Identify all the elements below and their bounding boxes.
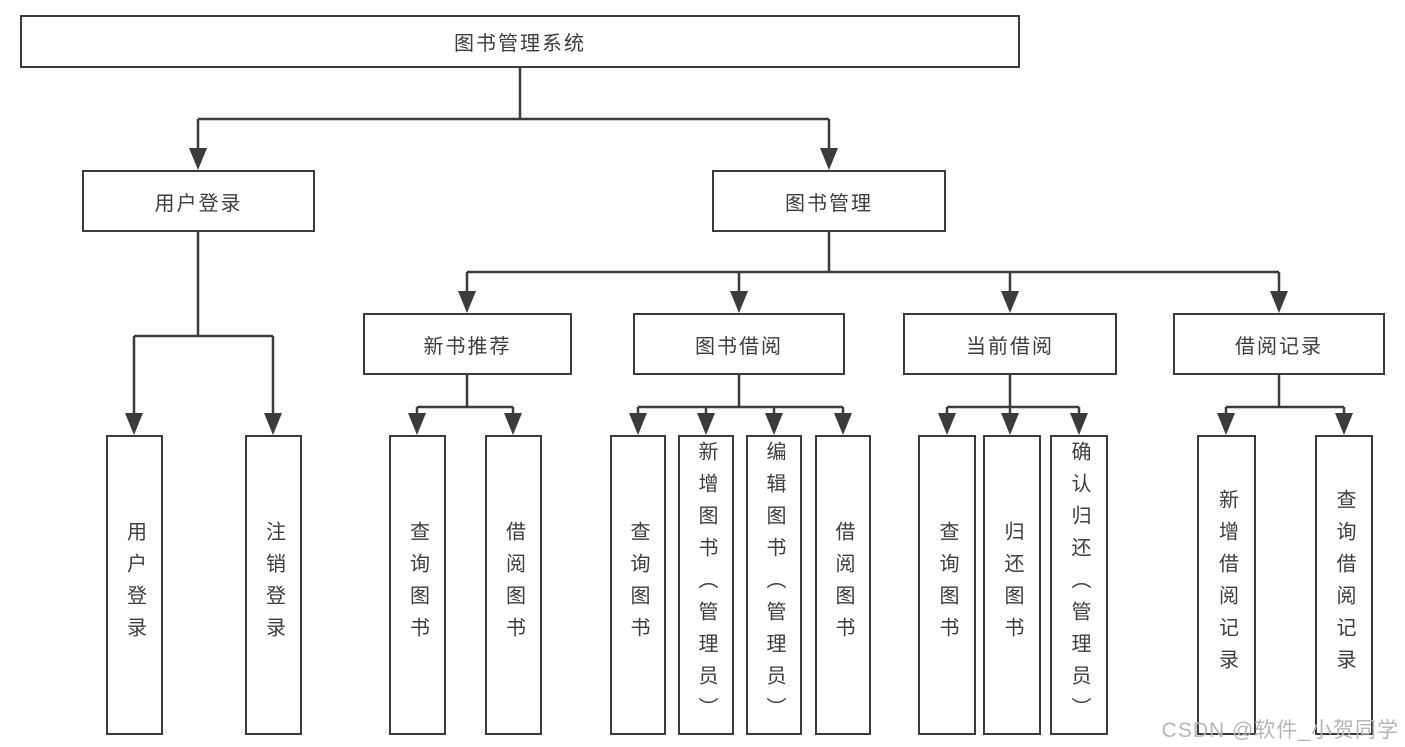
- node-book-borrow: 图书借阅: [633, 313, 845, 375]
- leaf-logout-label: 注销登录: [262, 521, 285, 649]
- arrowheads: [125, 148, 1353, 435]
- leaf-user-login: 用户登录: [106, 435, 163, 735]
- leaf-borrow-books-label: 借阅图书: [832, 521, 854, 649]
- leaf-current-query-books-label: 查询图书: [936, 521, 958, 649]
- leaf-user-login-label: 用户登录: [123, 521, 146, 649]
- csdn-watermark: CSDN @软件_小贺同学: [1161, 719, 1399, 742]
- leaf-borrow-query-books: 查询图书: [610, 435, 666, 735]
- leaf-current-query-books: 查询图书: [918, 435, 976, 735]
- node-root-system: 图书管理系统: [20, 15, 1020, 68]
- leaf-recommend-query-books: 查询图书: [389, 435, 446, 735]
- leaf-query-borrow-record-label: 查询借阅记录: [1333, 489, 1355, 681]
- node-new-book-recommend: 新书推荐: [363, 313, 572, 375]
- leaf-return-books-label: 归还图书: [1001, 521, 1023, 649]
- leaf-confirm-return-admin-label: 确认归还（管理员）: [1068, 441, 1090, 729]
- node-current-borrow: 当前借阅: [903, 313, 1117, 375]
- leaf-edit-books-admin: 编辑图书（管理员）: [746, 435, 802, 735]
- leaf-recommend-query-books-label: 查询图书: [406, 521, 429, 649]
- leaf-add-borrow-record: 新增借阅记录: [1197, 435, 1256, 735]
- leaf-add-borrow-record-label: 新增借阅记录: [1215, 489, 1238, 681]
- leaf-borrow-books: 借阅图书: [815, 435, 871, 735]
- node-user-login: 用户登录: [82, 170, 315, 232]
- leaf-logout: 注销登录: [245, 435, 302, 735]
- node-borrow-records: 借阅记录: [1173, 313, 1385, 375]
- leaf-edit-books-admin-label: 编辑图书（管理员）: [763, 441, 785, 729]
- leaf-recommend-borrow-books-label: 借阅图书: [502, 521, 525, 649]
- leaf-add-books-admin: 新增图书（管理员）: [678, 435, 734, 735]
- leaf-confirm-return-admin: 确认归还（管理员）: [1050, 435, 1108, 735]
- leaf-return-books: 归还图书: [983, 435, 1041, 735]
- leaf-query-borrow-record: 查询借阅记录: [1315, 435, 1373, 735]
- node-book-management: 图书管理: [712, 170, 946, 232]
- leaf-borrow-query-books-label: 查询图书: [627, 521, 649, 649]
- leaf-recommend-borrow-books: 借阅图书: [485, 435, 542, 735]
- leaf-add-books-admin-label: 新增图书（管理员）: [695, 441, 717, 729]
